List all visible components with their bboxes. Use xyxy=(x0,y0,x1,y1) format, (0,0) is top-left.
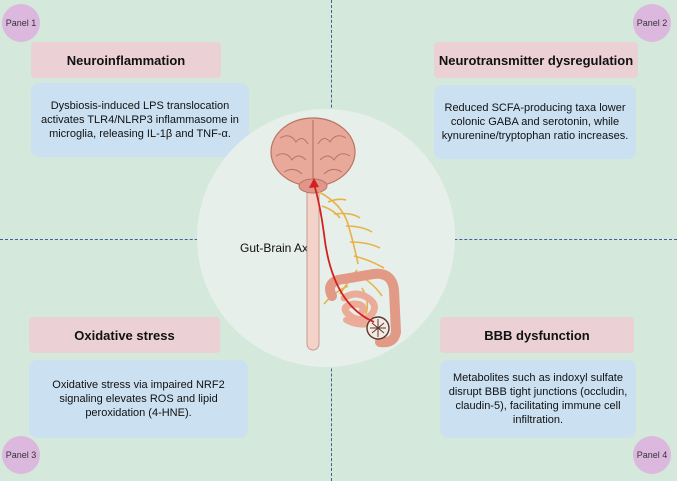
spinal-cord xyxy=(306,181,320,351)
brain-illustration xyxy=(270,117,356,194)
panel-1-badge: Panel 1 xyxy=(2,4,40,42)
center-label: Gut-Brain Axis xyxy=(240,241,317,255)
panel-4-badge: Panel 4 xyxy=(633,436,671,474)
signal-arrow xyxy=(309,178,375,323)
panel-2-title: Neurotransmitter dysregulation xyxy=(434,42,638,78)
gut-brain-illustration xyxy=(270,117,402,351)
panel-2-description: Reduced SCFA-producing taxa lower coloni… xyxy=(434,85,636,159)
panel-4-title: BBB dysfunction xyxy=(440,317,634,353)
panel-1-title: Neuroinflammation xyxy=(31,42,221,78)
panel-2-badge: Panel 2 xyxy=(633,4,671,42)
gut-microbiota-icon xyxy=(366,316,390,340)
vagus-nerve xyxy=(318,191,385,315)
panel-3-description: Oxidative stress via impaired NRF2 signa… xyxy=(29,360,248,438)
panel-1-description: Dysbiosis-induced LPS translocation acti… xyxy=(31,83,249,157)
panel-4-description: Metabolites such as indoxyl sulfate disr… xyxy=(440,360,636,438)
panel-3-badge: Panel 3 xyxy=(2,436,40,474)
panel-3-title: Oxidative stress xyxy=(29,317,220,353)
